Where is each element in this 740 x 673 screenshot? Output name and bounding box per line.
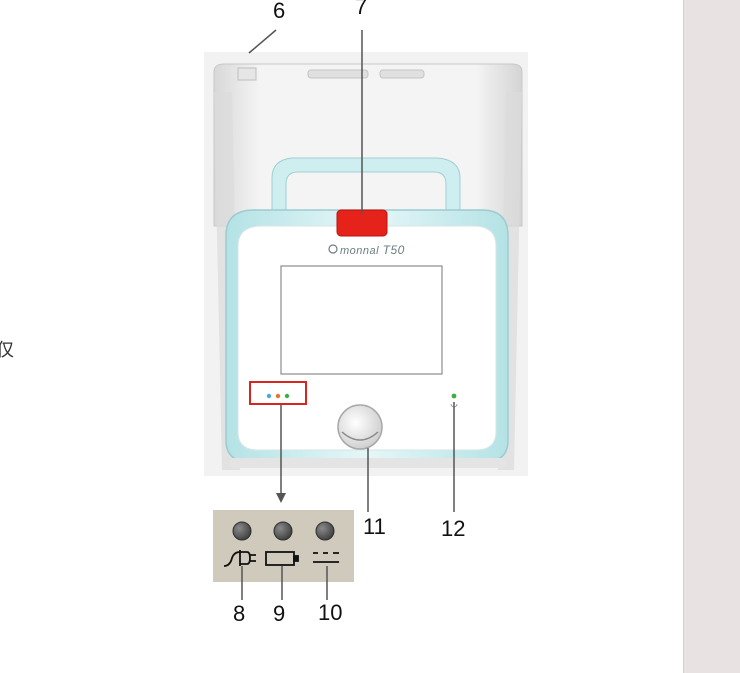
led-detail-inset [213, 510, 354, 582]
brand-logo-icon [328, 244, 338, 254]
inset-led-dc [315, 521, 335, 541]
brand-name: monnal [340, 245, 380, 257]
rotary-knob-shadow [341, 431, 379, 441]
brand-logo-text: monnal T50 [340, 243, 405, 257]
right-sidebar-panel [683, 0, 740, 673]
top-clip-2 [379, 69, 425, 79]
rotary-knob [337, 404, 383, 450]
edge-text-fragment: 仅 [0, 340, 14, 360]
callout-9: 9 [273, 601, 286, 626]
display-screen [280, 265, 443, 375]
callout-12: 12 [441, 516, 466, 541]
led-mains [266, 393, 272, 399]
battery-icon [265, 551, 299, 566]
detail-arrow-head [276, 493, 286, 503]
brand-model: T50 [382, 243, 405, 257]
callout-11: 11 [363, 514, 386, 539]
inset-led-battery [273, 521, 293, 541]
callout-8: 8 [233, 601, 246, 626]
power-plug-icon [223, 550, 256, 567]
inset-led-mains [232, 521, 252, 541]
top-clip [307, 69, 369, 79]
device-housing-top [213, 63, 523, 227]
led-highlight-box [249, 381, 307, 405]
led-dc [284, 393, 290, 399]
callout-10: 10 [318, 600, 343, 625]
dc-power-icon [313, 552, 339, 563]
callout-6: 6 [273, 0, 286, 23]
led-battery [275, 393, 281, 399]
leader-line-6 [248, 29, 277, 54]
standby-led [451, 393, 457, 399]
callout-7: 7 [355, 0, 368, 19]
side-port [237, 67, 257, 81]
